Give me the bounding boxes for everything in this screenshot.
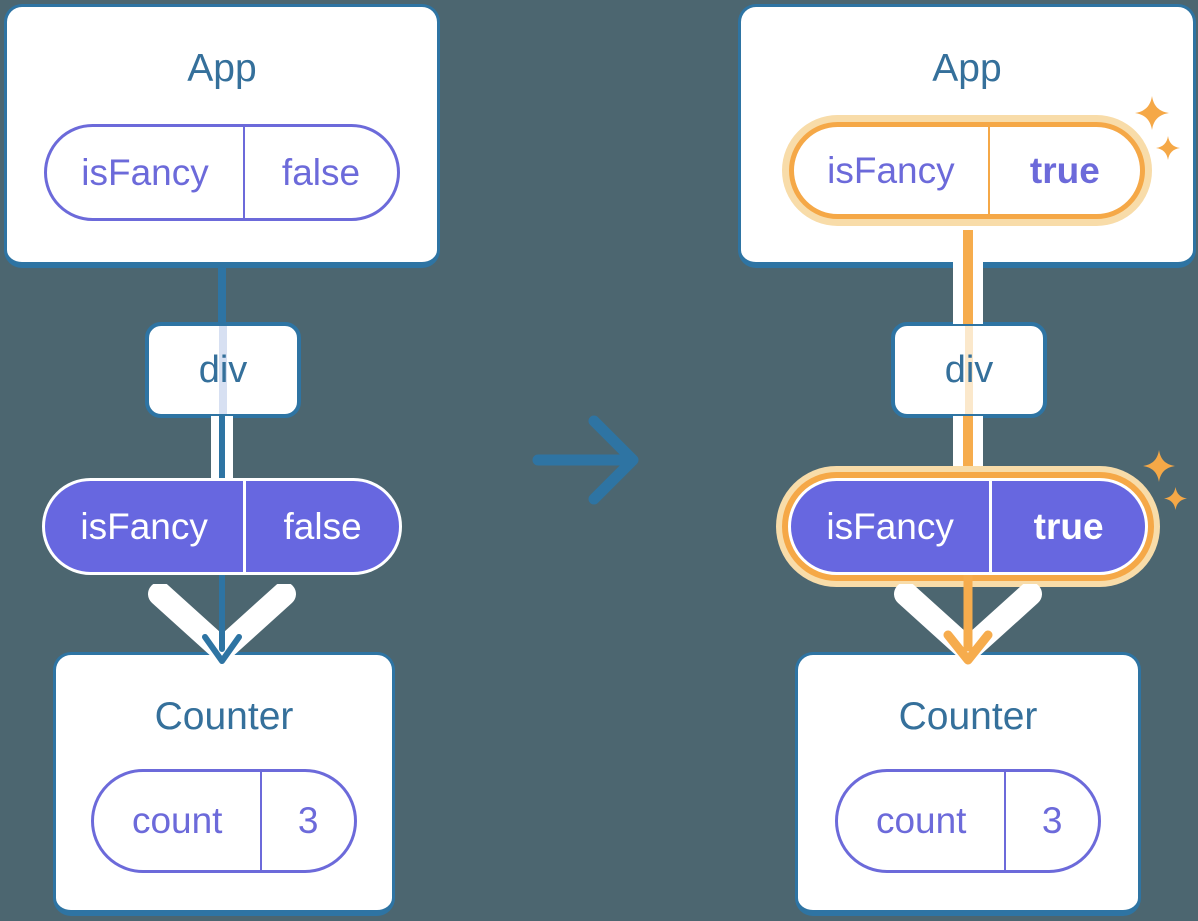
div-box: div	[145, 322, 301, 418]
pill-divider	[260, 772, 263, 870]
counter-title: Counter	[898, 695, 1038, 738]
pill-divider	[1004, 772, 1007, 870]
app-card: App isFancy true	[738, 4, 1196, 268]
state-name: count	[875, 800, 967, 841]
pill-divider	[243, 481, 247, 572]
app-to-div-connector	[218, 266, 226, 324]
div-label: div	[944, 348, 994, 391]
prop-thread-line	[965, 326, 973, 414]
app-prop-pill: isFancy false	[44, 124, 400, 221]
div-to-pill-pipe	[953, 416, 983, 480]
div-box: div	[891, 322, 1047, 418]
prop-name: isFancy	[80, 505, 208, 547]
counter-card: Counter count 3	[795, 652, 1141, 916]
prop-name: isFancy	[81, 151, 209, 193]
before-panel: App isFancy false div isFancy false C	[0, 0, 460, 921]
counter-state-pill: count 3	[835, 769, 1101, 873]
prop-value: false	[281, 151, 361, 193]
right-arrow-icon	[532, 415, 639, 505]
app-title: App	[932, 47, 1002, 90]
state-value: 3	[1041, 800, 1063, 841]
prop-value: false	[283, 505, 362, 547]
pill-divider	[987, 127, 990, 214]
app-card: App isFancy false	[4, 4, 440, 268]
state-name: count	[131, 800, 223, 841]
app-prop-pill: isFancy true	[789, 122, 1145, 219]
sparkle-icon	[1135, 96, 1169, 130]
passed-prop-pill: isFancy false	[42, 478, 402, 575]
pill-divider	[989, 481, 993, 572]
prop-value: true	[1033, 505, 1104, 547]
sparkle-icon	[1156, 136, 1180, 160]
passed-prop-pill: isFancy true	[788, 478, 1148, 575]
flow-arrow-icon	[943, 575, 993, 665]
div-label: div	[198, 348, 248, 391]
prop-value: true	[1029, 149, 1100, 191]
flow-arrow-icon	[202, 575, 242, 664]
div-to-pill-pipe	[211, 416, 233, 480]
prop-thread-line	[219, 326, 227, 414]
app-to-div-pipe	[953, 230, 983, 324]
counter-card: Counter count 3	[53, 652, 395, 916]
prop-name: isFancy	[826, 505, 954, 547]
state-value: 3	[297, 800, 319, 841]
counter-title: Counter	[154, 695, 294, 738]
app-title: App	[187, 47, 257, 90]
after-panel: App isFancy true div isFancy true	[738, 0, 1198, 921]
prop-name: isFancy	[827, 149, 955, 191]
sparkle-icon	[1164, 487, 1187, 510]
sparkle-icon	[1143, 450, 1175, 482]
counter-state-pill: count 3	[91, 769, 357, 873]
pill-divider	[243, 127, 245, 218]
